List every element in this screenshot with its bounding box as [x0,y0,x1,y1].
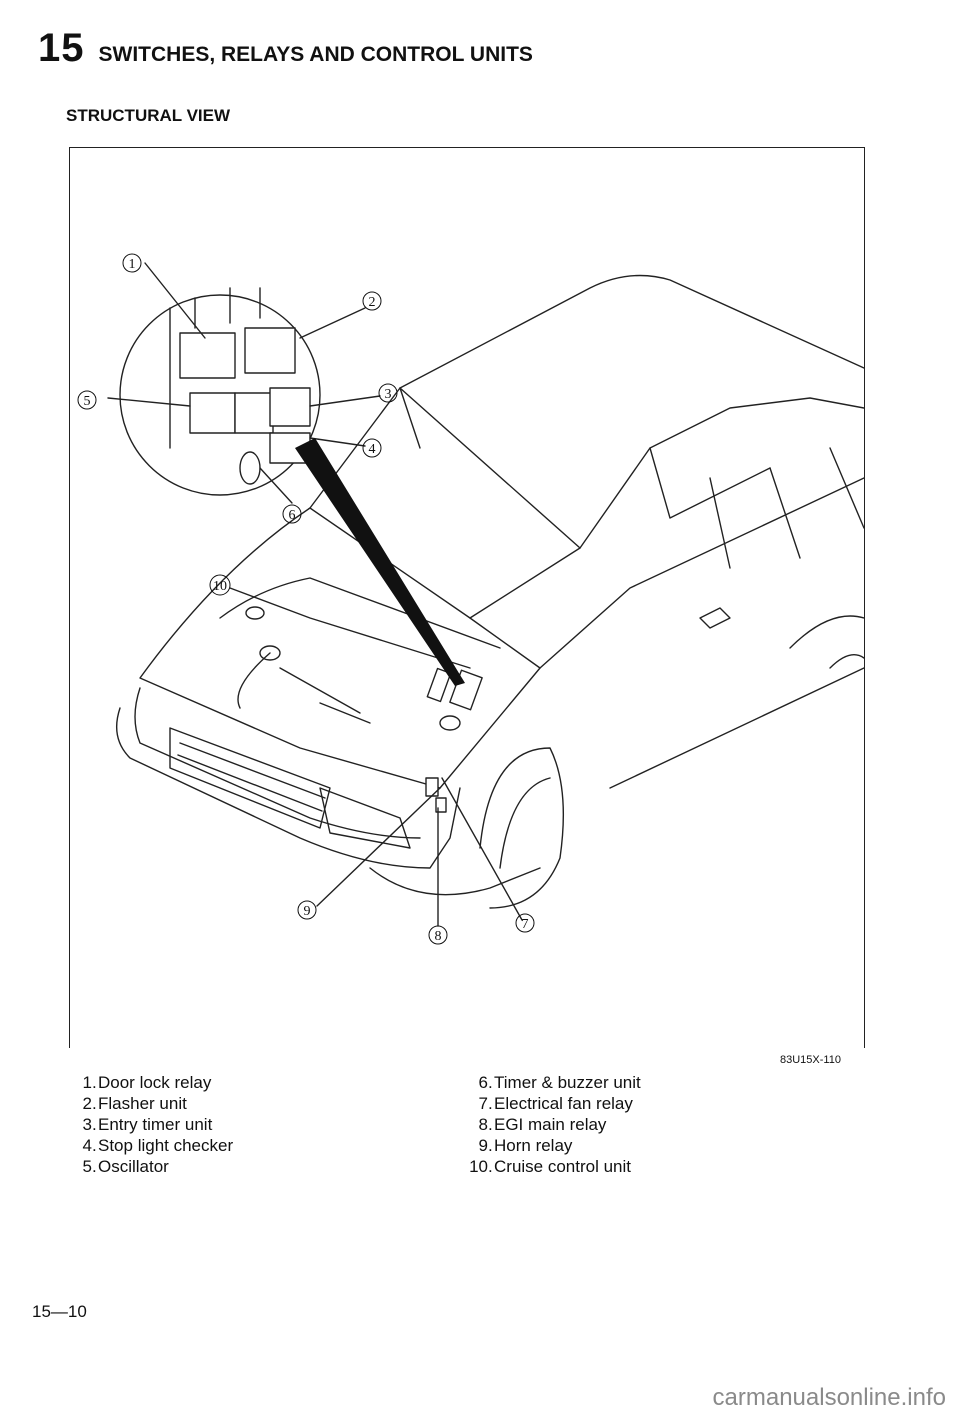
detail-pointer-wedge [295,438,465,686]
figure-code: 83U15X-110 [780,1054,841,1066]
legend-item-1: 1.Door lock relay [82,1073,212,1092]
car-headlight [319,787,411,849]
legend-item-8: 8.EGI main relay [478,1115,607,1134]
car-illustration: 1 2 3 4 5 6 7 8 9 10 [77,253,864,945]
callout-9: 9 [304,904,311,919]
callout-labels: 1 2 3 4 5 6 7 8 9 10 [77,253,535,945]
callout-2: 2 [369,295,376,310]
callout-4: 4 [369,442,376,457]
car-front-wheel [479,747,565,909]
callout-3: 3 [385,387,392,402]
callout-6: 6 [289,508,296,523]
chapter-title: SWITCHES, RELAYS AND CONTROL UNITS [98,43,533,66]
car-hood [139,507,541,789]
legend-item-7: 7.Electrical fan relay [478,1094,633,1113]
callout-10: 10 [213,579,227,594]
legend-item-5: 5.Oscillator [82,1157,169,1176]
legend-left-column: 1.Door lock relay 2.Flasher unit 3.Entry… [74,1072,234,1177]
car-roof-line [399,274,864,389]
chapter-number: 15 [38,26,85,70]
page-header: 15 SWITCHES, RELAYS AND CONTROL UNITS [38,26,533,71]
legend-right-column: 6.Timer & buzzer unit 7.Electrical fan r… [460,1072,641,1177]
front-relay-shape [425,777,439,797]
car-door-line [539,477,864,669]
callout-1: 1 [129,257,136,272]
legend-item-4: 4.Stop light checker [82,1136,234,1155]
section-title: STRUCTURAL VIEW [66,106,231,125]
structural-view-figure: 1 2 3 4 5 6 7 8 9 10 [69,147,865,1048]
watermark: carmanualsonline.info [712,1384,946,1411]
page-number: 15—10 [32,1302,87,1321]
legend-item-9: 9.Horn relay [478,1136,573,1155]
car-side-windows [579,397,864,549]
callout-7: 7 [522,917,529,932]
cruise-control-unit-shape [426,667,452,703]
legend-item-10: 10.Cruise control unit [469,1157,632,1176]
callout-8: 8 [435,929,442,944]
legend-item-2: 2.Flasher unit [82,1094,187,1113]
car-front-bumper [116,707,461,869]
legend-item-6: 6.Timer & buzzer unit [478,1073,641,1092]
callout-5: 5 [84,394,91,409]
legend-item-3: 3.Entry timer unit [82,1115,213,1134]
car-grille [169,727,331,829]
